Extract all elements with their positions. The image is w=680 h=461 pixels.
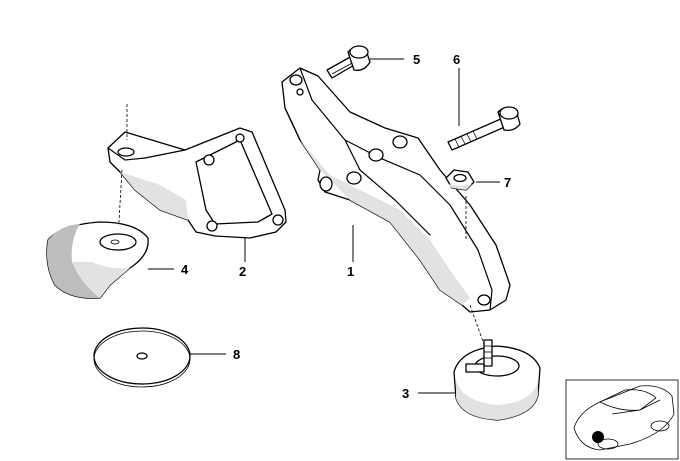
part-5-bolt[interactable] (326, 45, 371, 79)
leader-lines (148, 58, 500, 394)
locator-dot (592, 431, 604, 443)
callout-1: 1 (347, 264, 354, 279)
car-locator-thumbnail (565, 379, 679, 460)
callout-4: 4 (181, 262, 189, 277)
callout-6: 6 (453, 52, 460, 67)
part-1-engine-support-arm[interactable] (281, 67, 511, 351)
callout-5: 5 (413, 52, 420, 67)
part-3-engine-mount[interactable] (453, 339, 541, 421)
callout-3: 3 (402, 386, 409, 401)
callout-8: 8 (233, 347, 240, 362)
part-6-long-bolt[interactable] (447, 106, 521, 151)
part-7-nut[interactable] (445, 169, 475, 240)
part-2-frame-bracket[interactable] (107, 104, 287, 239)
part-4-rubber-cover[interactable] (46, 221, 149, 299)
callout-7: 7 (504, 175, 511, 190)
part-8-washer[interactable] (93, 327, 191, 388)
callout-2: 2 (239, 264, 246, 279)
